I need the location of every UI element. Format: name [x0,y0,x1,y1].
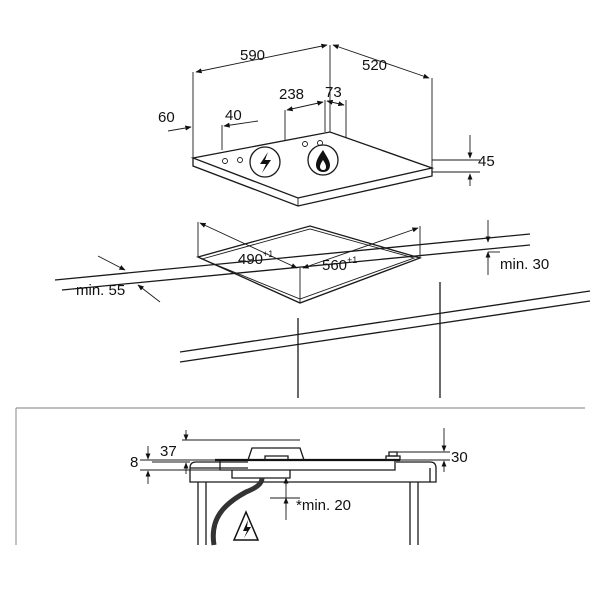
hob-view: 590 520 60 40 238 73 45 [158,43,495,207]
dim-burner-offset-left: 60 [158,109,175,126]
warning-electric-icon [232,510,260,541]
worktop-section [189,468,431,483]
dim-bottom-clearance: *min. 20 [296,497,351,514]
burner-dot-icon [222,158,228,164]
gas-flame-icon [307,144,339,176]
dim-depth: 520 [362,57,387,74]
worktop-back-edge [54,233,531,281]
dim-right-height: 30 [451,449,468,466]
dim-height: 45 [478,153,495,170]
gas-pipe [210,477,265,546]
dim-cutout-width: 560+1 [322,255,357,274]
section-view: 37 8 30 *min. 20 [15,407,585,546]
dim-burner-spacing: 40 [225,107,242,124]
dim-cutout-depth: 490+1 [238,249,273,268]
dim-front-clearance: min. 55 [76,282,125,299]
worktop-view: 490+1 560+1 min. 30 min. 55 [54,220,591,398]
burner-dot-icon [237,157,243,163]
burner-cap [247,447,305,461]
dim-rear-offset: 73 [325,84,342,101]
dim-center-distance: 238 [279,86,304,103]
hob-top-surface [190,131,435,199]
electric-symbol-icon [249,146,281,178]
hob-edge [192,158,433,207]
dim-base-height: 8 [130,454,138,471]
burner-dot-icon [302,141,308,147]
dim-side-height: 37 [160,443,177,460]
worktop-front-edge [179,290,591,353]
dim-width: 590 [240,47,265,64]
dim-worktop-clearance: min. 30 [500,256,549,273]
